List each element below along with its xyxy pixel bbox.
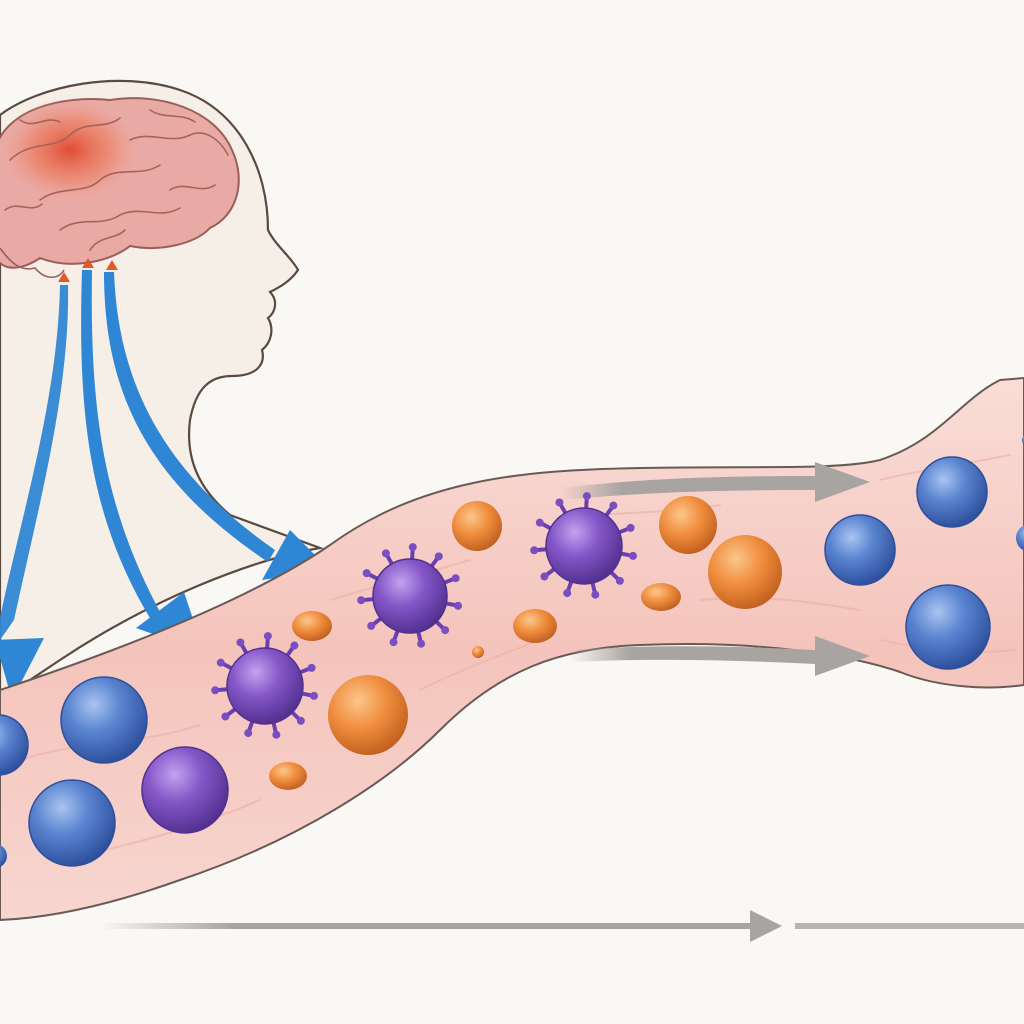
flow-arrows [560,462,870,676]
brain [0,97,240,279]
orange-round-cell [328,675,408,755]
blue-round-cell [0,845,7,867]
brain-output-markers [58,258,118,282]
orange-cells [269,496,782,790]
signal-arrow-1 [0,285,69,640]
signal-arrow-2 [81,270,160,618]
blood-vessel [0,376,1024,922]
blue-round-cell [1016,525,1024,551]
orange-round-cell [292,611,332,641]
blue-round-cell [905,584,991,670]
purple-round-cell [141,746,229,834]
orange-round-cell [513,609,557,643]
purple-spiky-cell [530,492,638,599]
orange-round-cell [659,496,717,554]
blue-cells [0,435,1024,867]
blue-round-cell [28,779,116,867]
flow-arrow-lower [570,636,870,676]
purple-spiky-cell [211,632,319,739]
blue-round-cell [824,514,896,586]
orange-round-cell [472,646,484,658]
blue-round-cell [60,676,148,764]
purple-spiky-cell [357,543,463,648]
signal-arrow-3 [104,272,275,562]
flow-arrow-upper [560,462,870,502]
orange-round-cell [708,535,782,609]
purple-spiky-cells [211,492,638,739]
blue-round-cell [916,456,988,528]
orange-round-cell [269,762,307,790]
blue-round-cell [0,714,29,776]
signal-arrow-1-head [0,638,44,700]
orange-round-cell [641,583,681,611]
orange-round-cell [452,501,502,551]
bottom-flow-arrow [100,910,1024,942]
